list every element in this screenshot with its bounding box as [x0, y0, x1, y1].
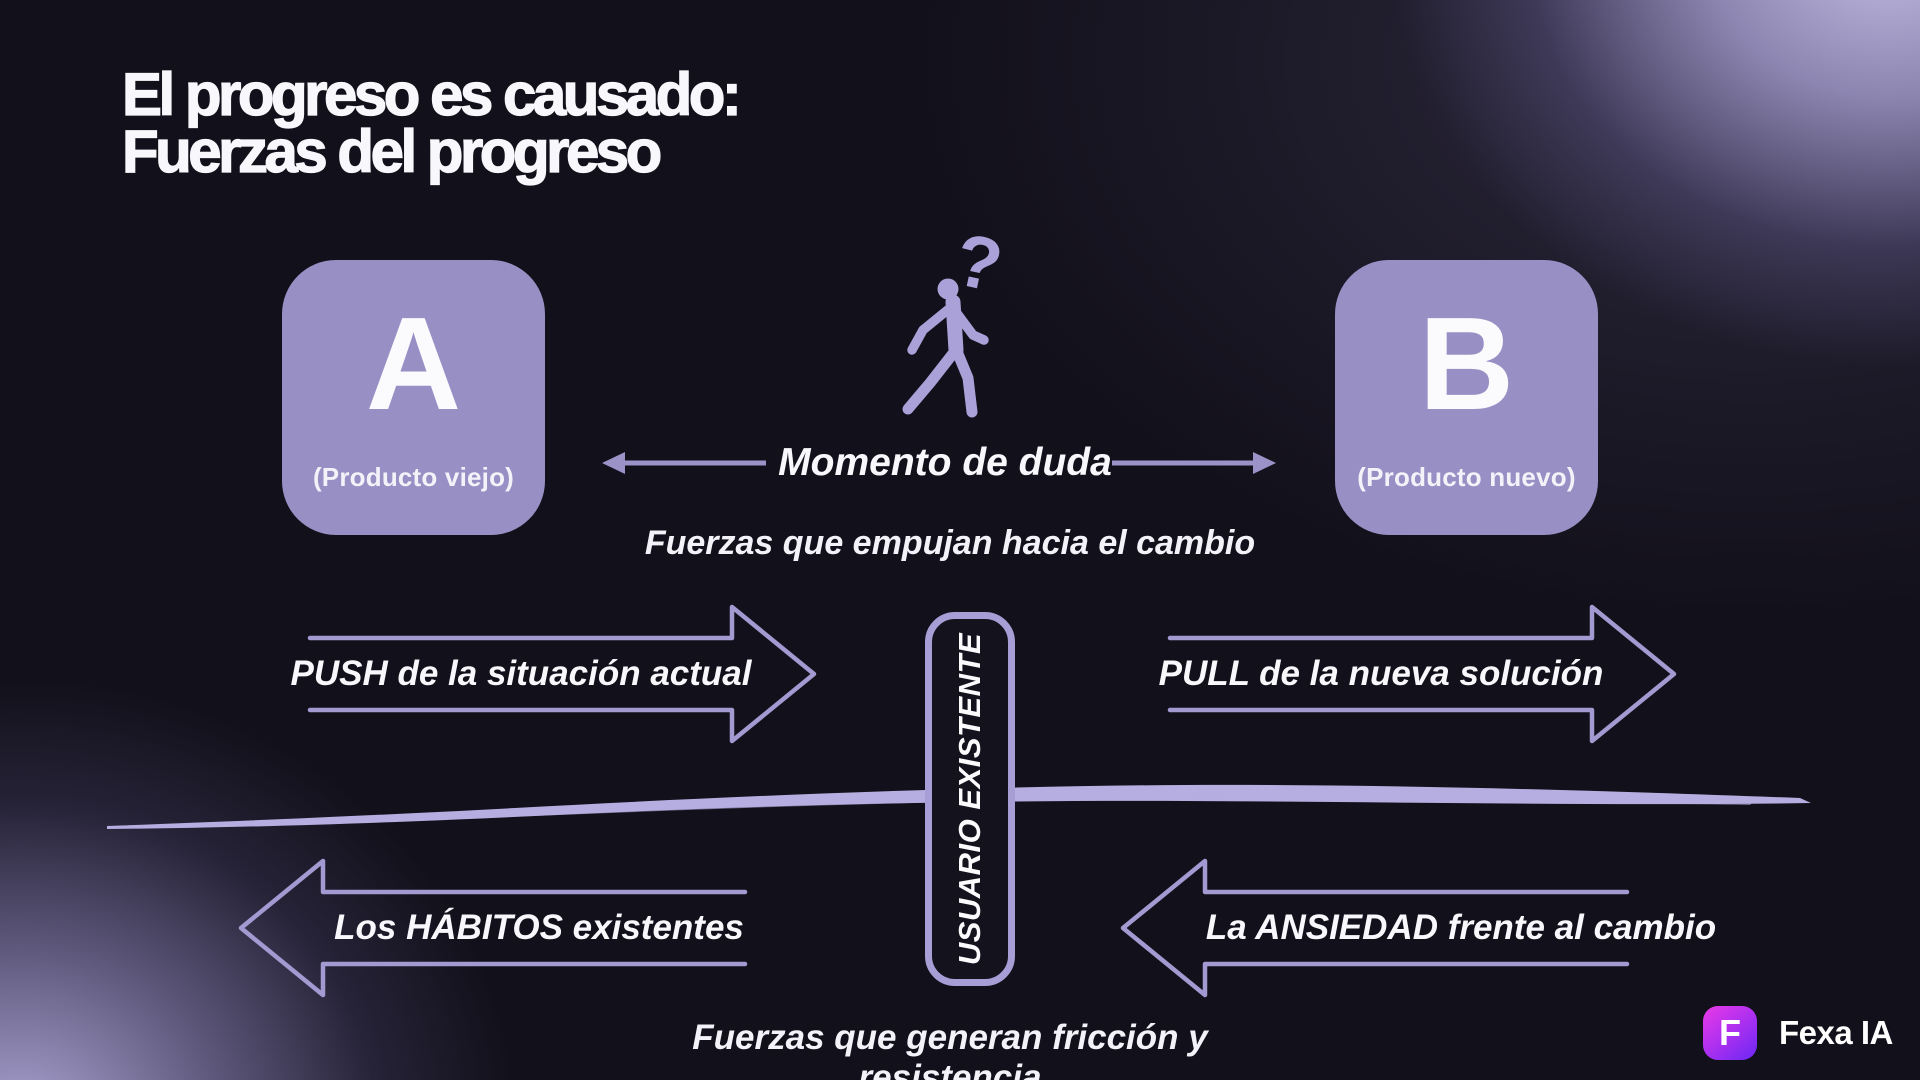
product-b-label: (Producto nuevo)	[1357, 462, 1576, 492]
right-arrow-outline-icon	[1167, 604, 1677, 744]
product-a-box: A (Producto viejo)	[282, 260, 545, 535]
anxiety-arrow-label: La ANSIEDAD frente al cambio	[1205, 908, 1717, 947]
moment-of-doubt-label: Momento de duda	[778, 441, 1112, 484]
brand-footer: F Fexa IA	[1703, 1004, 1893, 1062]
left-arrow-outline-icon	[238, 858, 748, 998]
push-arrow-label: PUSH de la situación actual	[290, 654, 752, 693]
walking-person-icon	[900, 275, 1000, 425]
pull-arrow-label: PULL de la nueva solución	[1158, 654, 1604, 693]
fexa-logo-icon: F	[1703, 1006, 1757, 1060]
page-title-line1: El progreso es causado:	[121, 61, 742, 128]
pull-arrow: PULL de la nueva solución	[1158, 600, 1680, 748]
arrow-to-a-icon	[602, 452, 766, 474]
arrow-to-b-icon	[1112, 452, 1276, 474]
existing-user-label: USUARIO EXISTENTE	[952, 632, 988, 966]
push-pull-caption: Fuerzas que empujan hacia el cambio	[644, 524, 1256, 562]
page-title: El progreso es causado: Fuerzas del prog…	[121, 61, 742, 185]
product-b-letter: B	[1418, 290, 1515, 437]
existing-user-pill: USUARIO EXISTENTE	[925, 612, 1015, 986]
friction-caption: Fuerzas que generan fricción y resistenc…	[692, 1018, 1208, 1080]
anxiety-arrow: La ANSIEDAD frente al cambio	[1117, 854, 1716, 1002]
product-b-box: B (Producto nuevo)	[1335, 260, 1598, 535]
brand-name: Fexa IA	[1779, 1014, 1893, 1051]
page-title-line2: Fuerzas del progreso	[121, 118, 663, 185]
habits-arrow: Los HÁBITOS existentes	[235, 854, 755, 1002]
habits-arrow-label: Los HÁBITOS existentes	[334, 908, 744, 947]
walking-person-svg	[902, 278, 989, 418]
right-arrow-outline-icon	[307, 604, 817, 744]
product-a-letter: A	[365, 290, 462, 437]
product-a-label: (Producto viejo)	[312, 462, 515, 492]
push-arrow: PUSH de la situación actual	[290, 600, 820, 748]
left-arrow-outline-icon	[1120, 858, 1630, 998]
